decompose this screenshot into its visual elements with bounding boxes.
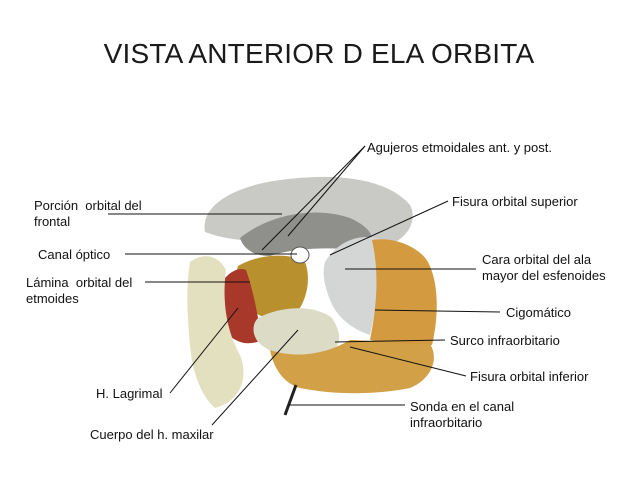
label-lamina-orbital-2: etmoides	[26, 291, 79, 306]
orbital-floor	[270, 340, 434, 394]
label-cuerpo-maxilar: Cuerpo del h. maxilar	[90, 427, 214, 442]
label-cara-orbital-1: Cara orbital del ala	[482, 252, 592, 267]
optic-canal	[290, 246, 310, 264]
label-fisura-orbital-inferior: Fisura orbital inferior	[470, 369, 589, 384]
leader-surco	[334, 339, 446, 343]
maxilla-body	[253, 308, 340, 358]
leader-agujeros-b	[287, 145, 366, 237]
label-h-lagrimal: H. Lagrimal	[96, 386, 163, 401]
label-porcion-orbital-1: Porción orbital del	[34, 198, 142, 213]
leader-lagrimal	[169, 307, 239, 394]
label-cara-orbital-2: mayor del esfenoides	[482, 268, 606, 283]
label-agujeros-etmoidales: Agujeros etmoidales ant. y post.	[367, 140, 552, 155]
zygomatic-bone	[370, 239, 437, 348]
leader-agujeros-a	[261, 145, 366, 251]
leader-fisura-superior	[329, 200, 449, 256]
medial-wall	[187, 256, 244, 408]
page-title: VISTA ANTERIOR D ELA ORBITA	[103, 38, 535, 69]
leader-fisura-inferior	[349, 346, 467, 377]
label-canal-optico: Canal óptico	[38, 247, 111, 262]
leader-cuerpo	[211, 329, 299, 426]
label-cigomatico: Cigomático	[506, 305, 572, 320]
leader-cigomatico	[374, 309, 501, 313]
probe	[283, 384, 298, 416]
label-porcion-orbital-2: frontal	[34, 214, 71, 229]
label-sonda-1: Sonda en el canal	[410, 399, 515, 414]
label-surco-infraorbitario: Surco infraorbitario	[450, 333, 560, 348]
label-lamina-orbital-1: Lámina orbital del	[26, 275, 133, 290]
label-sonda-2: infraorbitario	[410, 415, 483, 430]
orbit-roof-shadow	[240, 212, 372, 256]
label-fisura-orbital-superior: Fisura orbital superior	[452, 194, 578, 209]
sphenoid-greater-wing	[323, 236, 384, 335]
